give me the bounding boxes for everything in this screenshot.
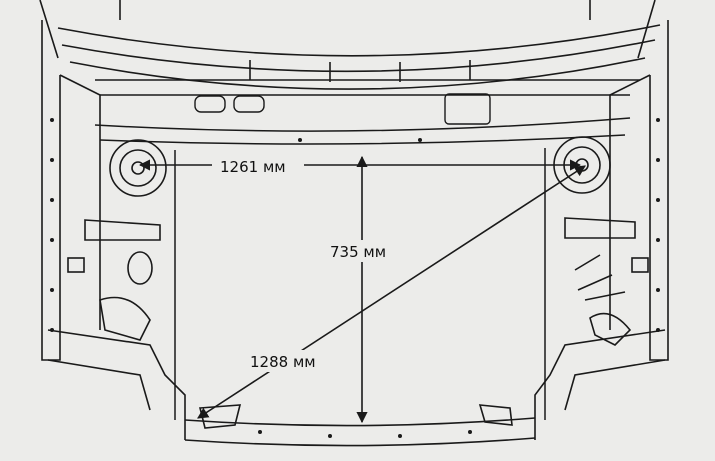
cowl-slots [194, 93, 491, 125]
width-label: 1261 мм [220, 158, 286, 176]
upper-cowl [39, 0, 661, 96]
diagonal-label-bg [246, 350, 334, 372]
diagonal-label: 1288 мм [250, 353, 316, 371]
height-label: 735 мм [330, 243, 386, 261]
diagonal-dimension-line [197, 165, 586, 419]
bolt-holes [50, 118, 660, 438]
lower-support [184, 404, 536, 447]
left-side-rail [41, 20, 186, 440]
right-side-rail [534, 20, 669, 440]
